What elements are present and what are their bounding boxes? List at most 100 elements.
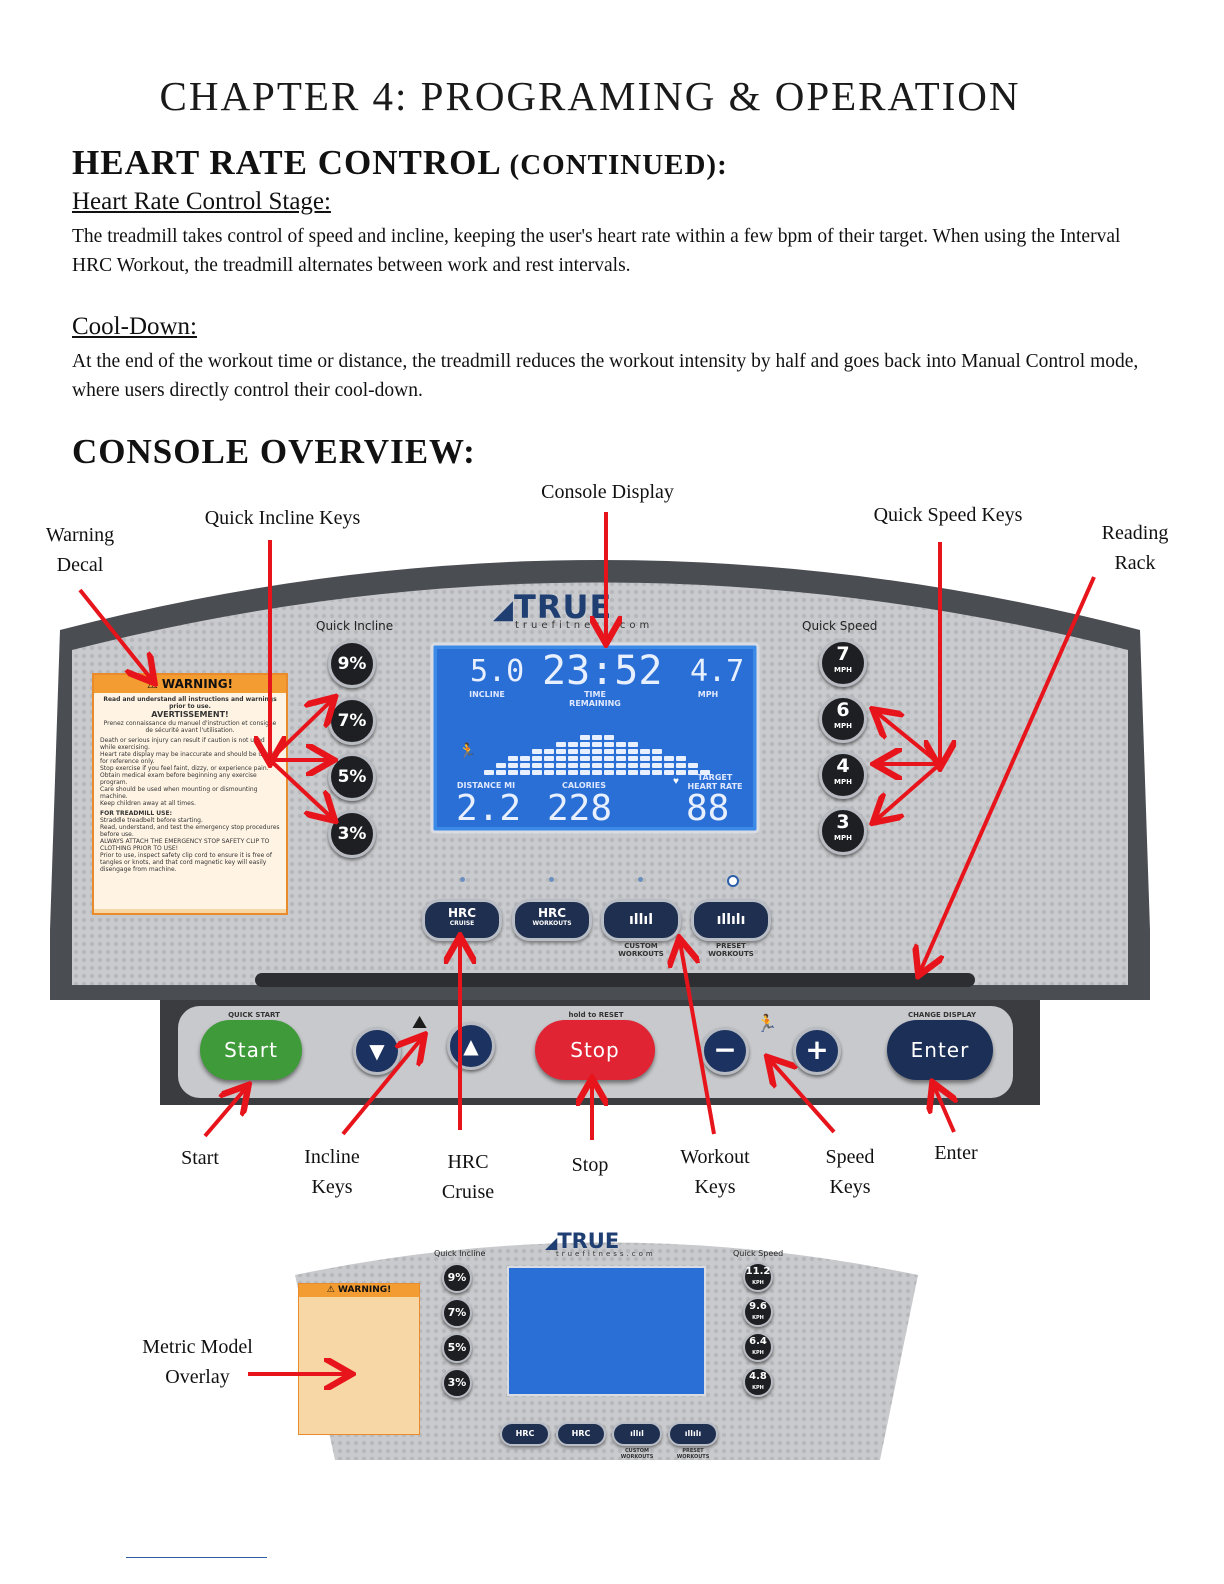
profile-segment xyxy=(676,763,686,768)
profile-segment xyxy=(616,763,626,768)
chevron-up-icon: ▲ xyxy=(463,1034,479,1058)
warning-title-text: WARNING! xyxy=(161,677,234,691)
lcd-calories-value: 228 xyxy=(547,788,613,829)
metric-quick-incline-5[interactable]: 5% xyxy=(442,1333,472,1363)
metric-custom-workouts-button[interactable]: ıllıl xyxy=(612,1422,662,1446)
lcd-heart-rate-value: 88 xyxy=(686,788,730,829)
profile-segment xyxy=(640,763,650,768)
quick-speed-label: Quick Speed xyxy=(802,619,878,633)
quick-speed-7[interactable]: 7 MPH xyxy=(819,639,867,687)
metric-quick-incline-3[interactable]: 3% xyxy=(442,1368,472,1398)
quick-incline-5[interactable]: 5% xyxy=(328,753,376,801)
quick-speed-3[interactable]: 3 MPH xyxy=(819,807,867,855)
profile-segment xyxy=(556,770,566,775)
metric-hrc-cruise-button[interactable]: HRC xyxy=(500,1422,550,1446)
metric-quick-speed-9-6[interactable]: 9.6 KPH xyxy=(743,1297,773,1327)
key-sublabel: WORKOUTS xyxy=(532,920,572,927)
profile-segment xyxy=(664,763,674,768)
hrc-cruise-button[interactable]: HRC CRUISE xyxy=(422,899,502,941)
quick-speed-6[interactable]: 6 MPH xyxy=(819,695,867,743)
metric-hrc-workouts-button[interactable]: HRC xyxy=(556,1422,606,1446)
profile-segment xyxy=(544,763,554,768)
incline-up-button[interactable]: ▲ xyxy=(447,1022,495,1070)
enter-button[interactable]: Enter xyxy=(887,1020,993,1080)
callout-hrc-cruise: HRC Cruise xyxy=(418,1147,518,1207)
profile-segment xyxy=(628,749,638,754)
metric-preset-workouts-button[interactable]: ıllılı xyxy=(668,1422,718,1446)
speed-unit: MPH xyxy=(834,778,852,786)
profile-segment xyxy=(496,770,506,775)
profile-segment xyxy=(568,742,578,747)
profile-segment xyxy=(628,770,638,775)
reading-rack xyxy=(255,973,975,987)
callout-line: Keys xyxy=(694,1176,736,1198)
profile-segment xyxy=(544,770,554,775)
profile-segment xyxy=(556,749,566,754)
profile-segment xyxy=(532,763,542,768)
speed-up-button[interactable]: + xyxy=(793,1027,841,1075)
quick-incline-3[interactable]: 3% xyxy=(328,810,376,858)
hrc-workouts-button[interactable]: HRC WORKOUTS xyxy=(512,899,592,941)
brand-website: truefitness.com xyxy=(515,620,654,631)
metric-quick-speed-6-4[interactable]: 6.4 KPH xyxy=(743,1332,773,1362)
quick-incline-label: Quick Incline xyxy=(316,619,394,633)
preset-workouts-caption: PRESET WORKOUTS xyxy=(708,942,754,958)
speed-value: 9.6 xyxy=(749,1301,767,1312)
paragraph-cool-down: At the end of the workout time or distan… xyxy=(72,351,1139,401)
indicator-led xyxy=(549,877,554,882)
quick-incline-7[interactable]: 7% xyxy=(328,697,376,745)
incline-down-button[interactable]: ▼ xyxy=(353,1027,401,1075)
metric-quick-speed-4-8[interactable]: 4.8 KPH xyxy=(743,1367,773,1397)
profile-segment xyxy=(616,756,626,761)
bar-graph-icon: ıllıl xyxy=(629,912,653,928)
chapter-title: CHAPTER 4: PROGRAMING & OPERATION xyxy=(159,73,1021,119)
metric-warning-title: ⚠ WARNING! xyxy=(299,1284,419,1297)
speed-unit: KPH xyxy=(752,1350,764,1356)
profile-segment xyxy=(544,756,554,761)
metric-lcd-screen xyxy=(507,1266,706,1396)
subheading-hrc-stage: Heart Rate Control Stage: xyxy=(72,188,331,215)
profile-segment xyxy=(568,756,578,761)
custom-workouts-button[interactable]: ıllıl xyxy=(601,899,681,941)
warning-decal: ⚠ WARNING! Read and understand all instr… xyxy=(92,673,288,915)
callout-quick-speed-keys: Quick Speed Keys xyxy=(873,504,1023,526)
profile-segment xyxy=(664,756,674,761)
lcd-calories-label: CALORIES xyxy=(561,781,607,790)
callout-line: Reading xyxy=(1101,522,1169,544)
warning-bullet: Obtain medical exam before beginning any… xyxy=(100,772,257,786)
indicator-led xyxy=(638,877,643,882)
quick-incline-9[interactable]: 9% xyxy=(328,640,376,688)
metric-quick-speed-11-2[interactable]: 11.2 KPH xyxy=(743,1262,773,1292)
quick-speed-4[interactable]: 4 MPH xyxy=(819,751,867,799)
callout-enter: Enter xyxy=(934,1142,978,1164)
stop-button[interactable]: Stop xyxy=(535,1020,655,1080)
profile-segment xyxy=(616,770,626,775)
runner-icon: 🏃 xyxy=(458,744,477,760)
warning-title: ⚠ WARNING! xyxy=(94,675,286,693)
lcd-time-value: 23:52 xyxy=(542,648,663,694)
speed-value: 6 xyxy=(836,699,850,721)
profile-segment xyxy=(688,770,698,775)
warning-triangle-icon: ⚠ xyxy=(326,1285,335,1295)
speed-unit: KPH xyxy=(752,1385,764,1391)
profile-segment xyxy=(520,756,530,761)
callout-stop: Stop xyxy=(571,1154,609,1176)
callout-start: Start xyxy=(181,1147,219,1169)
speed-value: 11.2 xyxy=(745,1266,771,1277)
profile-segment xyxy=(532,756,542,761)
metric-quick-incline-7[interactable]: 7% xyxy=(442,1298,472,1328)
profile-segment xyxy=(604,749,614,754)
metric-quick-incline-9[interactable]: 9% xyxy=(442,1263,472,1293)
lcd-distance-value: 2.2 xyxy=(456,788,522,829)
callout-line: Decal xyxy=(56,554,104,576)
callout-reading-rack: Reading Rack xyxy=(1085,518,1185,578)
start-button[interactable]: Start xyxy=(200,1020,302,1080)
minus-icon: − xyxy=(713,1033,737,1066)
profile-segment xyxy=(556,763,566,768)
profile-segment xyxy=(556,742,566,747)
profile-segment xyxy=(664,770,674,775)
metric-console-illustration xyxy=(295,1242,918,1460)
warning-bullet: Keep children away at all times. xyxy=(100,800,196,807)
speed-down-button[interactable]: − xyxy=(701,1027,749,1075)
preset-workouts-button[interactable]: ıllılı xyxy=(691,899,771,941)
